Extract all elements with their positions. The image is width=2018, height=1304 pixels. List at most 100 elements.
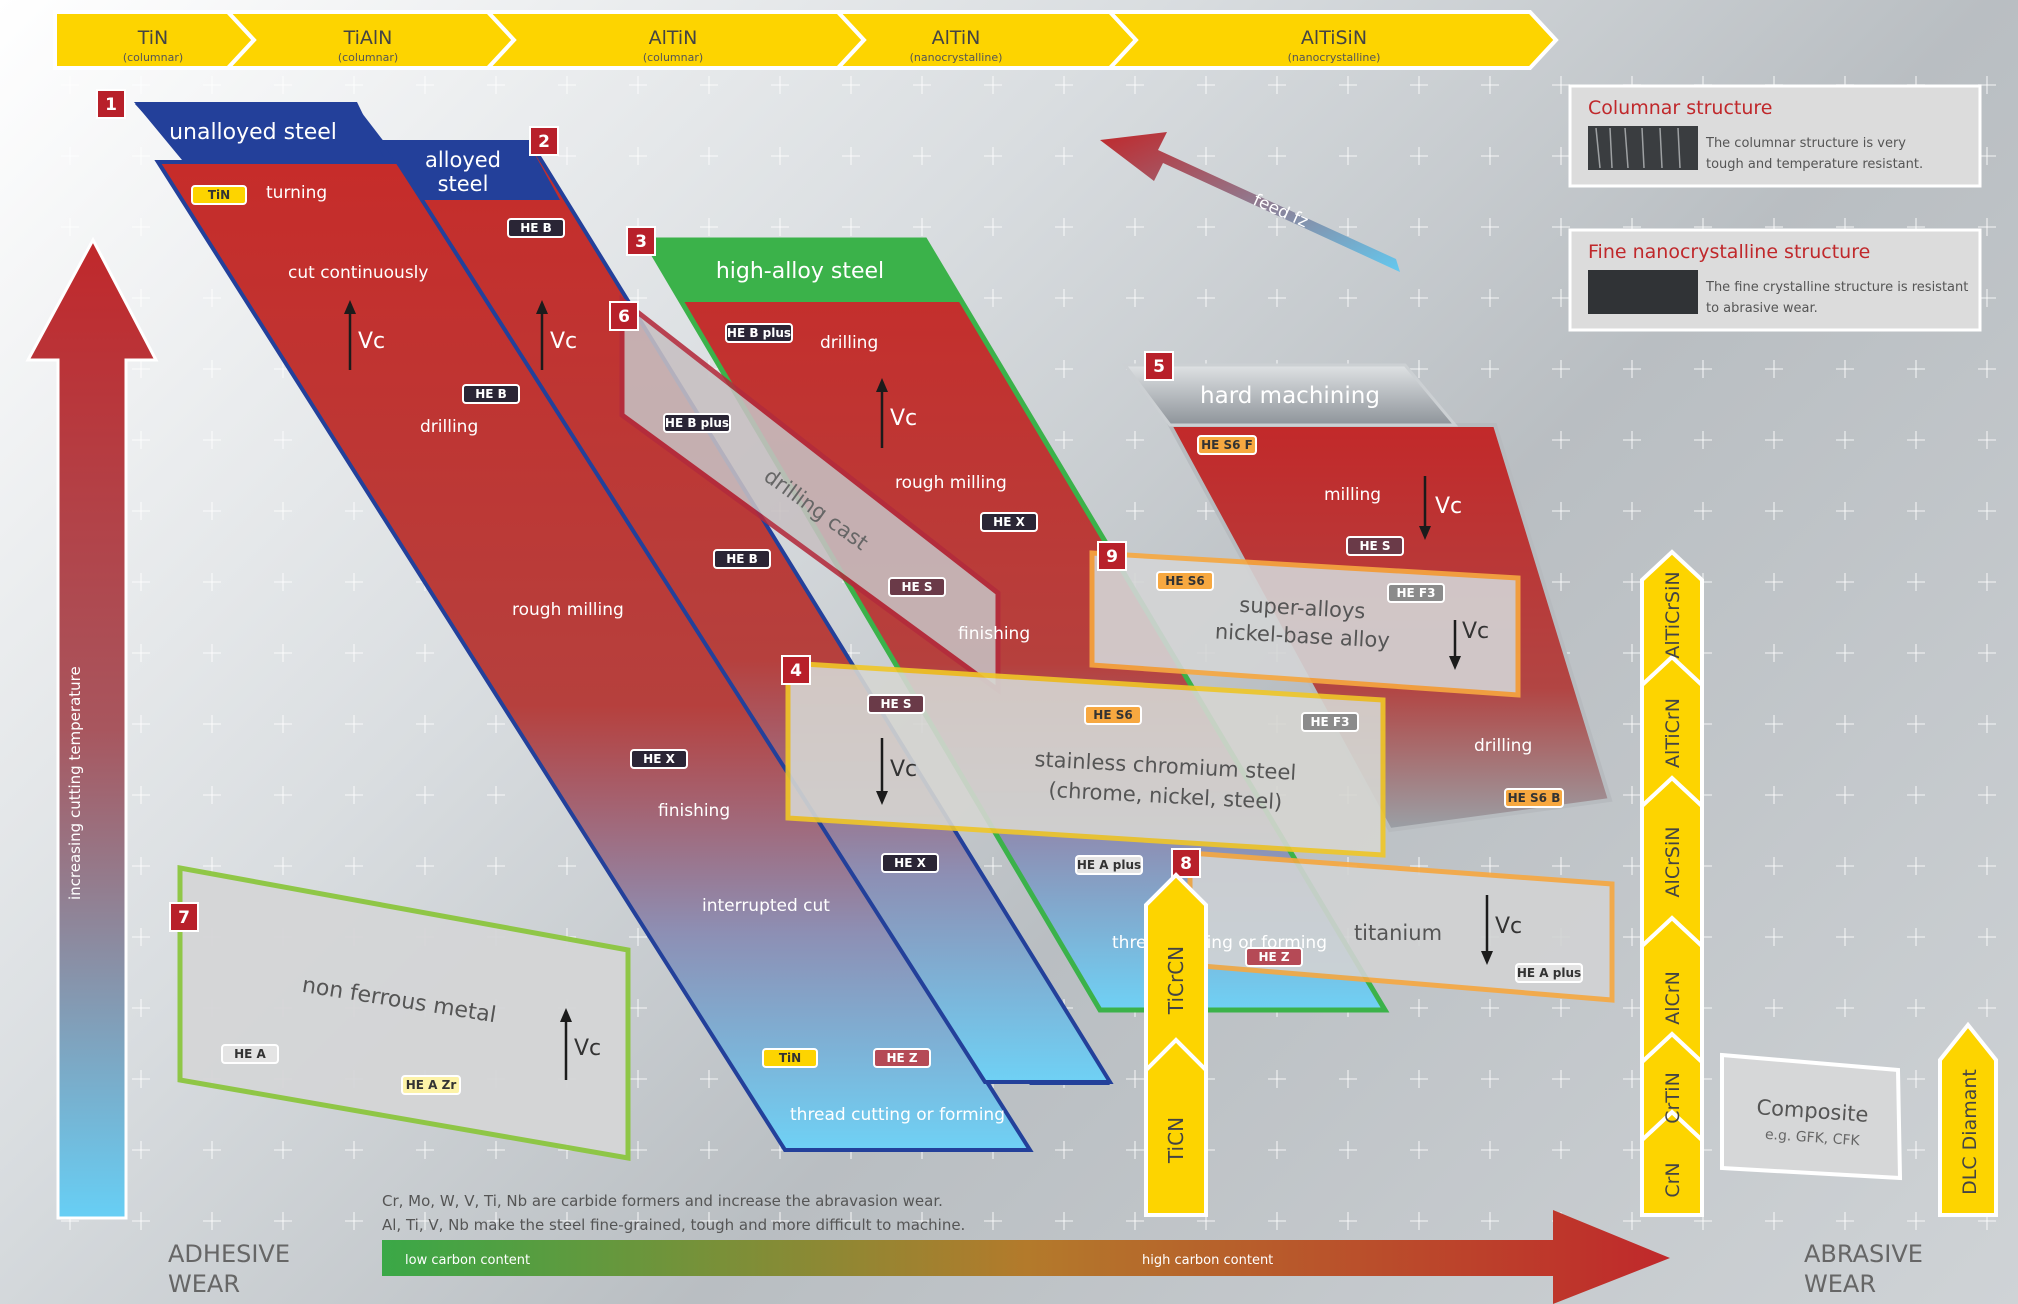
svg-text:HE A: HE A: [234, 1047, 266, 1061]
svg-text:HE S6: HE S6: [1165, 574, 1204, 588]
badge-he-x-3: HE X: [881, 853, 939, 873]
svg-text:HE A Zr: HE A Zr: [406, 1078, 457, 1092]
coating-altricrsin: AlTiCrSiN: [1662, 571, 1684, 658]
badge-he-s6f: HE S6 F: [1197, 435, 1257, 455]
badge-he-a: HE A: [221, 1044, 279, 1064]
badge-he-b-plus: HE B plus: [725, 323, 793, 343]
svg-text:HE F3: HE F3: [1311, 715, 1350, 729]
composite-sub: e.g. GFK, CFK: [1764, 1127, 1861, 1150]
svg-text:HE A plus: HE A plus: [1517, 966, 1581, 980]
svg-text:TiN: TiN: [779, 1051, 801, 1065]
composite-box: Composite e.g. GFK, CFK: [1720, 1052, 1903, 1181]
badge-tin-2: TiN: [762, 1048, 818, 1068]
stainless-steel-zone: stainless chromium steel (chrome, nickel…: [785, 660, 1386, 858]
op-drilling-3: drilling: [1474, 736, 1532, 756]
hard-machining-label: hard machining: [1200, 383, 1380, 409]
op-drilling-2: drilling: [820, 333, 878, 353]
svg-text:HE B: HE B: [520, 221, 552, 235]
zone-number-6: 6: [609, 301, 639, 331]
zone-number-boxes: 1 2 3 4 5 6 7 8 9: [96, 89, 1201, 932]
coating-alcrsin: AlCrSiN: [1662, 827, 1684, 898]
titanium-label: titanium: [1354, 921, 1442, 945]
badge-he-b-plus-2: HE B plus: [663, 413, 731, 433]
svg-text:8: 8: [1180, 854, 1192, 874]
op-drilling: drilling: [420, 417, 478, 437]
chain-sub-altin-1: (columnar): [643, 51, 703, 64]
coating-header-chain: TiN (columnar) TiAlN (columnar) AlTiN (c…: [53, 10, 1559, 70]
vc-label-2: Vc: [550, 329, 577, 354]
chain-name-altisin: AlTiSiN: [1301, 27, 1367, 49]
legend-columnar-title: Columnar structure: [1588, 97, 1772, 119]
operation-labels: turning cut continuously drilling rough …: [266, 183, 1532, 1125]
chain-name-altin-1: AlTiN: [649, 27, 698, 49]
svg-text:HE B plus: HE B plus: [727, 326, 791, 340]
svg-text:HE B: HE B: [726, 552, 758, 566]
svg-text:2: 2: [538, 132, 550, 152]
legend-nano-title: Fine nanocrystalline structure: [1588, 241, 1870, 263]
svg-text:HE Z: HE Z: [886, 1051, 917, 1065]
coating-crn: CrN: [1662, 1162, 1684, 1197]
badge-he-z: HE Z: [1245, 947, 1303, 967]
svg-text:HE S: HE S: [1359, 539, 1390, 553]
svg-text:TiN: TiN: [208, 188, 230, 202]
product-badges: TiN HE B HE B plus HE B HE B plus HE X H…: [191, 185, 1583, 1095]
chain-sub-tialn: (columnar): [338, 51, 398, 64]
alloyed-label-1: alloyed: [425, 148, 501, 172]
chain-sub-altisin: (nanocrystalline): [1288, 51, 1381, 64]
vc-label-6: Vc: [1462, 619, 1489, 644]
legend-nano-line2: to abrasive wear.: [1706, 301, 1818, 316]
vc-label-7: Vc: [890, 757, 917, 782]
svg-text:5: 5: [1153, 357, 1165, 377]
badge-he-s6-2: HE S6: [1084, 705, 1142, 725]
op-turning: turning: [266, 183, 327, 203]
svg-text:HE S6 B: HE S6 B: [1508, 791, 1561, 805]
zone-number-4: 4: [781, 655, 811, 685]
badge-he-s6b: HE S6 B: [1504, 788, 1564, 808]
svg-text:HE X: HE X: [643, 752, 675, 766]
zone-number-7: 7: [169, 902, 199, 932]
legend-nanocrystalline: Fine nanocrystalline structure The fine …: [1568, 228, 1982, 332]
chain-segment-altisin: [1105, 10, 1559, 70]
abrasive-l2: WEAR: [1804, 1270, 1876, 1298]
adhesive-l2: WEAR: [168, 1270, 240, 1298]
non-ferrous-metal-zone: non ferrous metal: [177, 865, 631, 1161]
svg-text:HE S6 F: HE S6 F: [1201, 438, 1253, 452]
badge-he-b: HE B: [507, 218, 565, 238]
high-alloy-label: high-alloy steel: [716, 259, 884, 284]
svg-text:9: 9: [1106, 547, 1118, 567]
alloyed-label-2: steel: [438, 172, 489, 196]
nano-structure-image: [1588, 270, 1698, 314]
abrasive-l1: ABRASIVE: [1804, 1240, 1923, 1268]
op-finishing-2: finishing: [958, 624, 1030, 644]
svg-text:HE B: HE B: [475, 387, 507, 401]
zone-number-3: 3: [626, 226, 656, 256]
y-axis-label: increasing cutting temperature: [66, 666, 84, 900]
op-rough-milling: rough milling: [512, 600, 624, 620]
temperature-arrow: increasing cutting temperature: [25, 236, 159, 1220]
coating-column-mid: TiCrCN TiCN: [1144, 872, 1208, 1217]
carbon-content-arrow: low carbon content high carbon content: [382, 1210, 1670, 1304]
vc-label-1: Vc: [358, 329, 385, 354]
alloyed-header: [382, 142, 560, 200]
badge-he-f3: HE F3: [1387, 583, 1445, 603]
coating-crtin: CrTiN: [1662, 1072, 1684, 1124]
vc-label-8: Vc: [1495, 914, 1522, 939]
vc-arrows: [348, 310, 1489, 1080]
feed-label: feed fz: [1250, 190, 1311, 232]
adhesive-l1: ADHESIVE: [168, 1240, 290, 1268]
badge-he-x-2: HE X: [630, 749, 688, 769]
badge-he-s6: HE S6: [1156, 571, 1214, 591]
svg-text:HE F3: HE F3: [1397, 586, 1436, 600]
carbon-low: low carbon content: [405, 1253, 530, 1268]
badge-he-b-2: HE B: [462, 384, 520, 404]
svg-text:HE X: HE X: [894, 856, 926, 870]
legend-columnar: Columnar structure The columnar structur…: [1568, 84, 1982, 188]
svg-text:HE S6: HE S6: [1093, 708, 1132, 722]
svg-text:6: 6: [618, 307, 630, 327]
svg-text:7: 7: [178, 908, 190, 928]
coating-alcrn: AlCrN: [1662, 971, 1684, 1025]
badge-he-a-plus: HE A plus: [1075, 855, 1143, 875]
zone-number-1: 1: [96, 89, 126, 119]
chain-name-tialn: TiAlN: [343, 27, 393, 49]
coating-ticrcn: TiCrCN: [1164, 946, 1188, 1015]
